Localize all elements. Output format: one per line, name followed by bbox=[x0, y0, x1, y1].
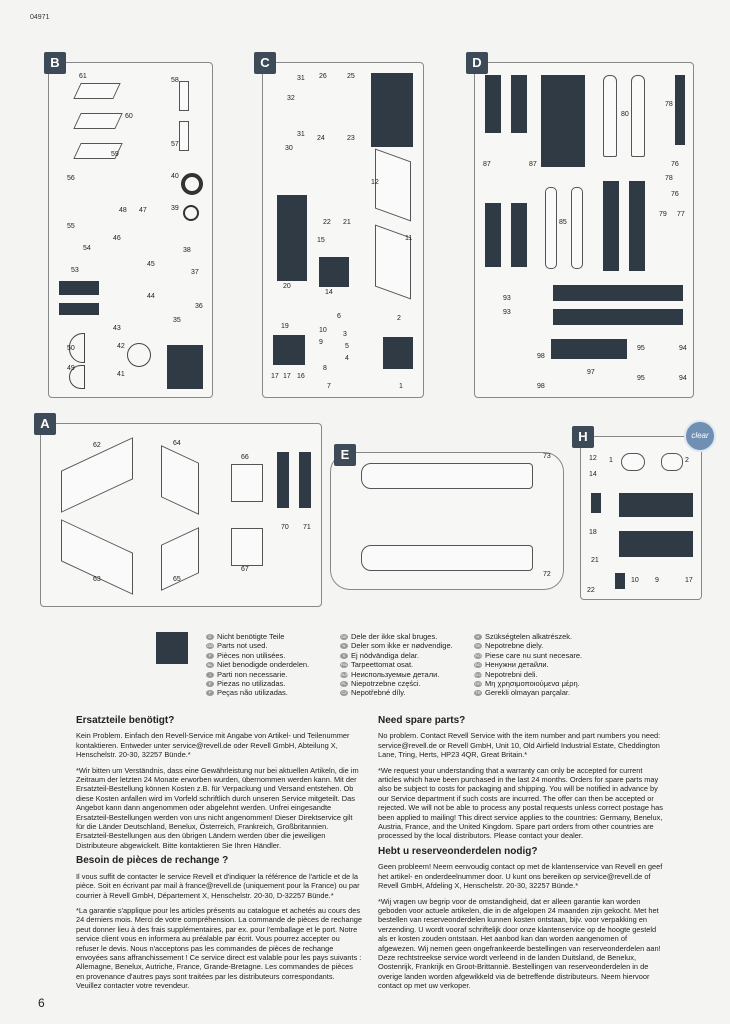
part-67 bbox=[231, 528, 263, 566]
part-49 bbox=[69, 365, 85, 389]
flag-icon: GB bbox=[206, 643, 214, 650]
part-39 bbox=[183, 205, 199, 221]
paragraph-en-1: No problem. Contact Revell Service with … bbox=[378, 731, 661, 760]
flag-icon: BG bbox=[474, 662, 482, 669]
paragraph-de-2: *Wir bitten um Verständnis, dass eine Ge… bbox=[76, 765, 359, 850]
flag-icon: S bbox=[340, 652, 348, 659]
heading-de: Ersatzteile benötigt? bbox=[76, 715, 175, 726]
sprue-c-frame: 31 26 25 32 31 24 23 30 12 22 21 11 15 1… bbox=[262, 62, 424, 398]
paragraph-nl-2: *Wij vragen uw begrip voor de omstandigh… bbox=[378, 896, 661, 991]
flag-icon: N bbox=[340, 643, 348, 650]
paragraph-fr-2: *La garantie s'applique pour les article… bbox=[76, 905, 362, 991]
part-58 bbox=[179, 81, 189, 111]
flag-icon: H bbox=[474, 634, 482, 641]
clear-parts-badge: clear bbox=[684, 420, 716, 452]
page-number: 6 bbox=[38, 996, 45, 1010]
flag-icon: GR bbox=[474, 681, 482, 688]
unused-parts-swatch bbox=[156, 632, 188, 664]
sprue-d-badge: D bbox=[466, 52, 488, 74]
fuselage-half-72 bbox=[361, 545, 533, 571]
part-42 bbox=[127, 343, 151, 367]
text-column-right: Need spare parts? No problem. Contact Re… bbox=[378, 715, 664, 997]
sprue-c-badge: C bbox=[254, 52, 276, 74]
flag-icon: SLO bbox=[474, 671, 483, 678]
part-80a bbox=[603, 75, 617, 157]
sprue-b-frame: 61 58 60 59 57 56 40 48 47 55 39 46 54 3… bbox=[48, 62, 213, 398]
flag-icon: DK bbox=[340, 634, 348, 641]
heading-fr: Besoin de pièces de rechange ? bbox=[76, 855, 229, 867]
part-80b bbox=[631, 75, 645, 157]
sprue-h-badge: H bbox=[572, 426, 594, 448]
part-64 bbox=[161, 445, 199, 515]
part-2 bbox=[661, 453, 683, 471]
part-85b bbox=[571, 187, 583, 269]
flag-icon: F bbox=[206, 652, 214, 659]
part-85a bbox=[545, 187, 557, 269]
paragraph-de-1: Kein Problem. Einfach den Revell-Service… bbox=[76, 731, 350, 760]
flag-icon: P bbox=[206, 690, 214, 697]
part-12 bbox=[375, 148, 411, 222]
part-61 bbox=[73, 83, 121, 99]
heading-en: Need spare parts? bbox=[378, 715, 466, 726]
canopy-1 bbox=[621, 453, 645, 471]
flag-icon: FIN bbox=[340, 662, 348, 669]
flag-icon: RO bbox=[474, 652, 482, 659]
document-number: 04971 bbox=[30, 14, 50, 21]
part-60 bbox=[73, 113, 123, 129]
heading-nl: Hebt u reserveonderdelen nodig? bbox=[378, 845, 538, 857]
flag-icon: I bbox=[206, 671, 214, 678]
flag-icon: SK bbox=[474, 643, 482, 650]
sprue-a-badge: A bbox=[34, 413, 56, 435]
sprue-e-badge: E bbox=[334, 444, 356, 466]
paragraph-nl-1: Geen probleem! Neem eenvoudig contact op… bbox=[378, 862, 663, 891]
flag-icon: E bbox=[206, 681, 214, 688]
flag-icon: CZ bbox=[340, 690, 348, 697]
part-57 bbox=[179, 121, 189, 151]
paragraph-en-2: *We request your understanding that a wa… bbox=[378, 765, 663, 841]
part-63 bbox=[61, 519, 133, 595]
part-40 bbox=[181, 173, 203, 195]
flag-icon: D bbox=[206, 634, 214, 641]
sprue-b-badge: B bbox=[44, 52, 66, 74]
unused-part-block bbox=[167, 345, 203, 389]
flag-icon: RUS bbox=[340, 671, 349, 678]
flag-icon: TR bbox=[474, 690, 482, 697]
flag-icon: PL bbox=[340, 681, 348, 688]
sprue-a-frame: 62 64 66 63 65 67 70 71 bbox=[40, 423, 322, 607]
text-column-left: Ersatzteile benötigt? Kein Problem. Einf… bbox=[76, 715, 362, 997]
sprue-h-frame: 1 2 12 14 18 21 22 10 9 17 bbox=[580, 436, 702, 600]
part-66 bbox=[231, 464, 263, 502]
sprue-d-frame: 80 78 87 87 76 78 76 79 77 85 93 93 98 9… bbox=[474, 62, 694, 398]
sprue-e-frame: 73 72 bbox=[330, 452, 564, 590]
flag-icon: NL bbox=[206, 662, 214, 669]
paragraph-fr-1: Il vous suffit de contacter le service R… bbox=[76, 871, 360, 900]
fuselage-half-73 bbox=[361, 463, 533, 489]
